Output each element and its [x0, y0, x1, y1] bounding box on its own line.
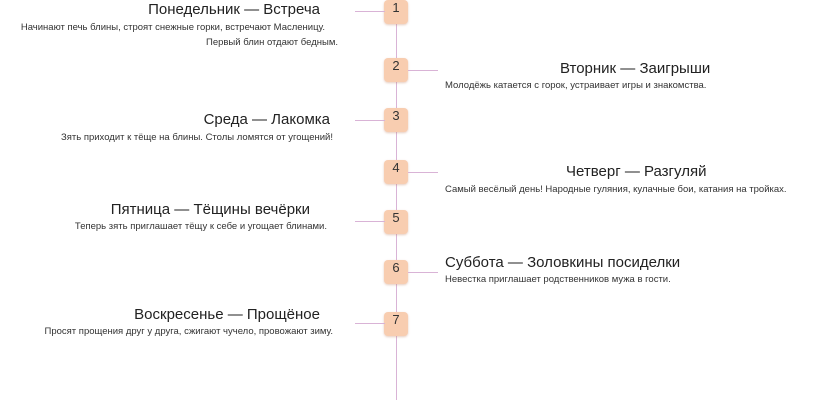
day-title-7: Воскресенье — Прощёное: [134, 306, 320, 323]
day-desc-6: Невестка приглашает родственников мужа в…: [445, 274, 671, 285]
day-marker-5: 5: [384, 210, 408, 234]
day-desc-5: Теперь зять приглашает тёщу к себе и уго…: [74, 221, 327, 232]
connector-2: [408, 70, 438, 71]
day-marker-7: 7: [384, 312, 408, 336]
timeline-axis: [396, 0, 397, 400]
connector-1: [355, 11, 385, 12]
connector-5: [355, 221, 385, 222]
day-title-3: Среда — Лакомка: [203, 111, 330, 128]
day-marker-6: 6: [384, 260, 408, 284]
day-desc-4: Самый весёлый день! Народные гуляния, ку…: [445, 184, 787, 195]
day-title-5: Пятница — Тёщины вечёрки: [110, 201, 310, 218]
day-marker-2: 2: [384, 58, 408, 82]
day-desc-3: Зять приходит к тёще на блины. Столы лом…: [61, 132, 333, 143]
day-marker-3: 3: [384, 108, 408, 132]
day-desc-2: Молодёжь катается с горок, устраивает иг…: [445, 80, 707, 91]
day-title-4: Четверг — Разгуляй: [566, 163, 707, 180]
day-desc-7: Просят прощения друг у друга, сжигают чу…: [44, 326, 333, 337]
day-desc-1-line-1: Начинают печь блины, строят снежные горк…: [20, 22, 325, 33]
connector-6: [408, 272, 438, 273]
connector-4: [408, 172, 438, 173]
day-title-6: Суббота — Золовкины посиделки: [445, 254, 681, 271]
day-title-2: Вторник — Заигрыши: [560, 60, 711, 77]
connector-7: [355, 323, 385, 324]
connector-3: [355, 120, 385, 121]
day-desc-1-line-2: Первый блин отдают бедным.: [205, 37, 338, 48]
day-title-1: Понедельник — Встреча: [148, 1, 320, 18]
day-marker-4: 4: [384, 160, 408, 184]
day-marker-1: 1: [384, 0, 408, 24]
